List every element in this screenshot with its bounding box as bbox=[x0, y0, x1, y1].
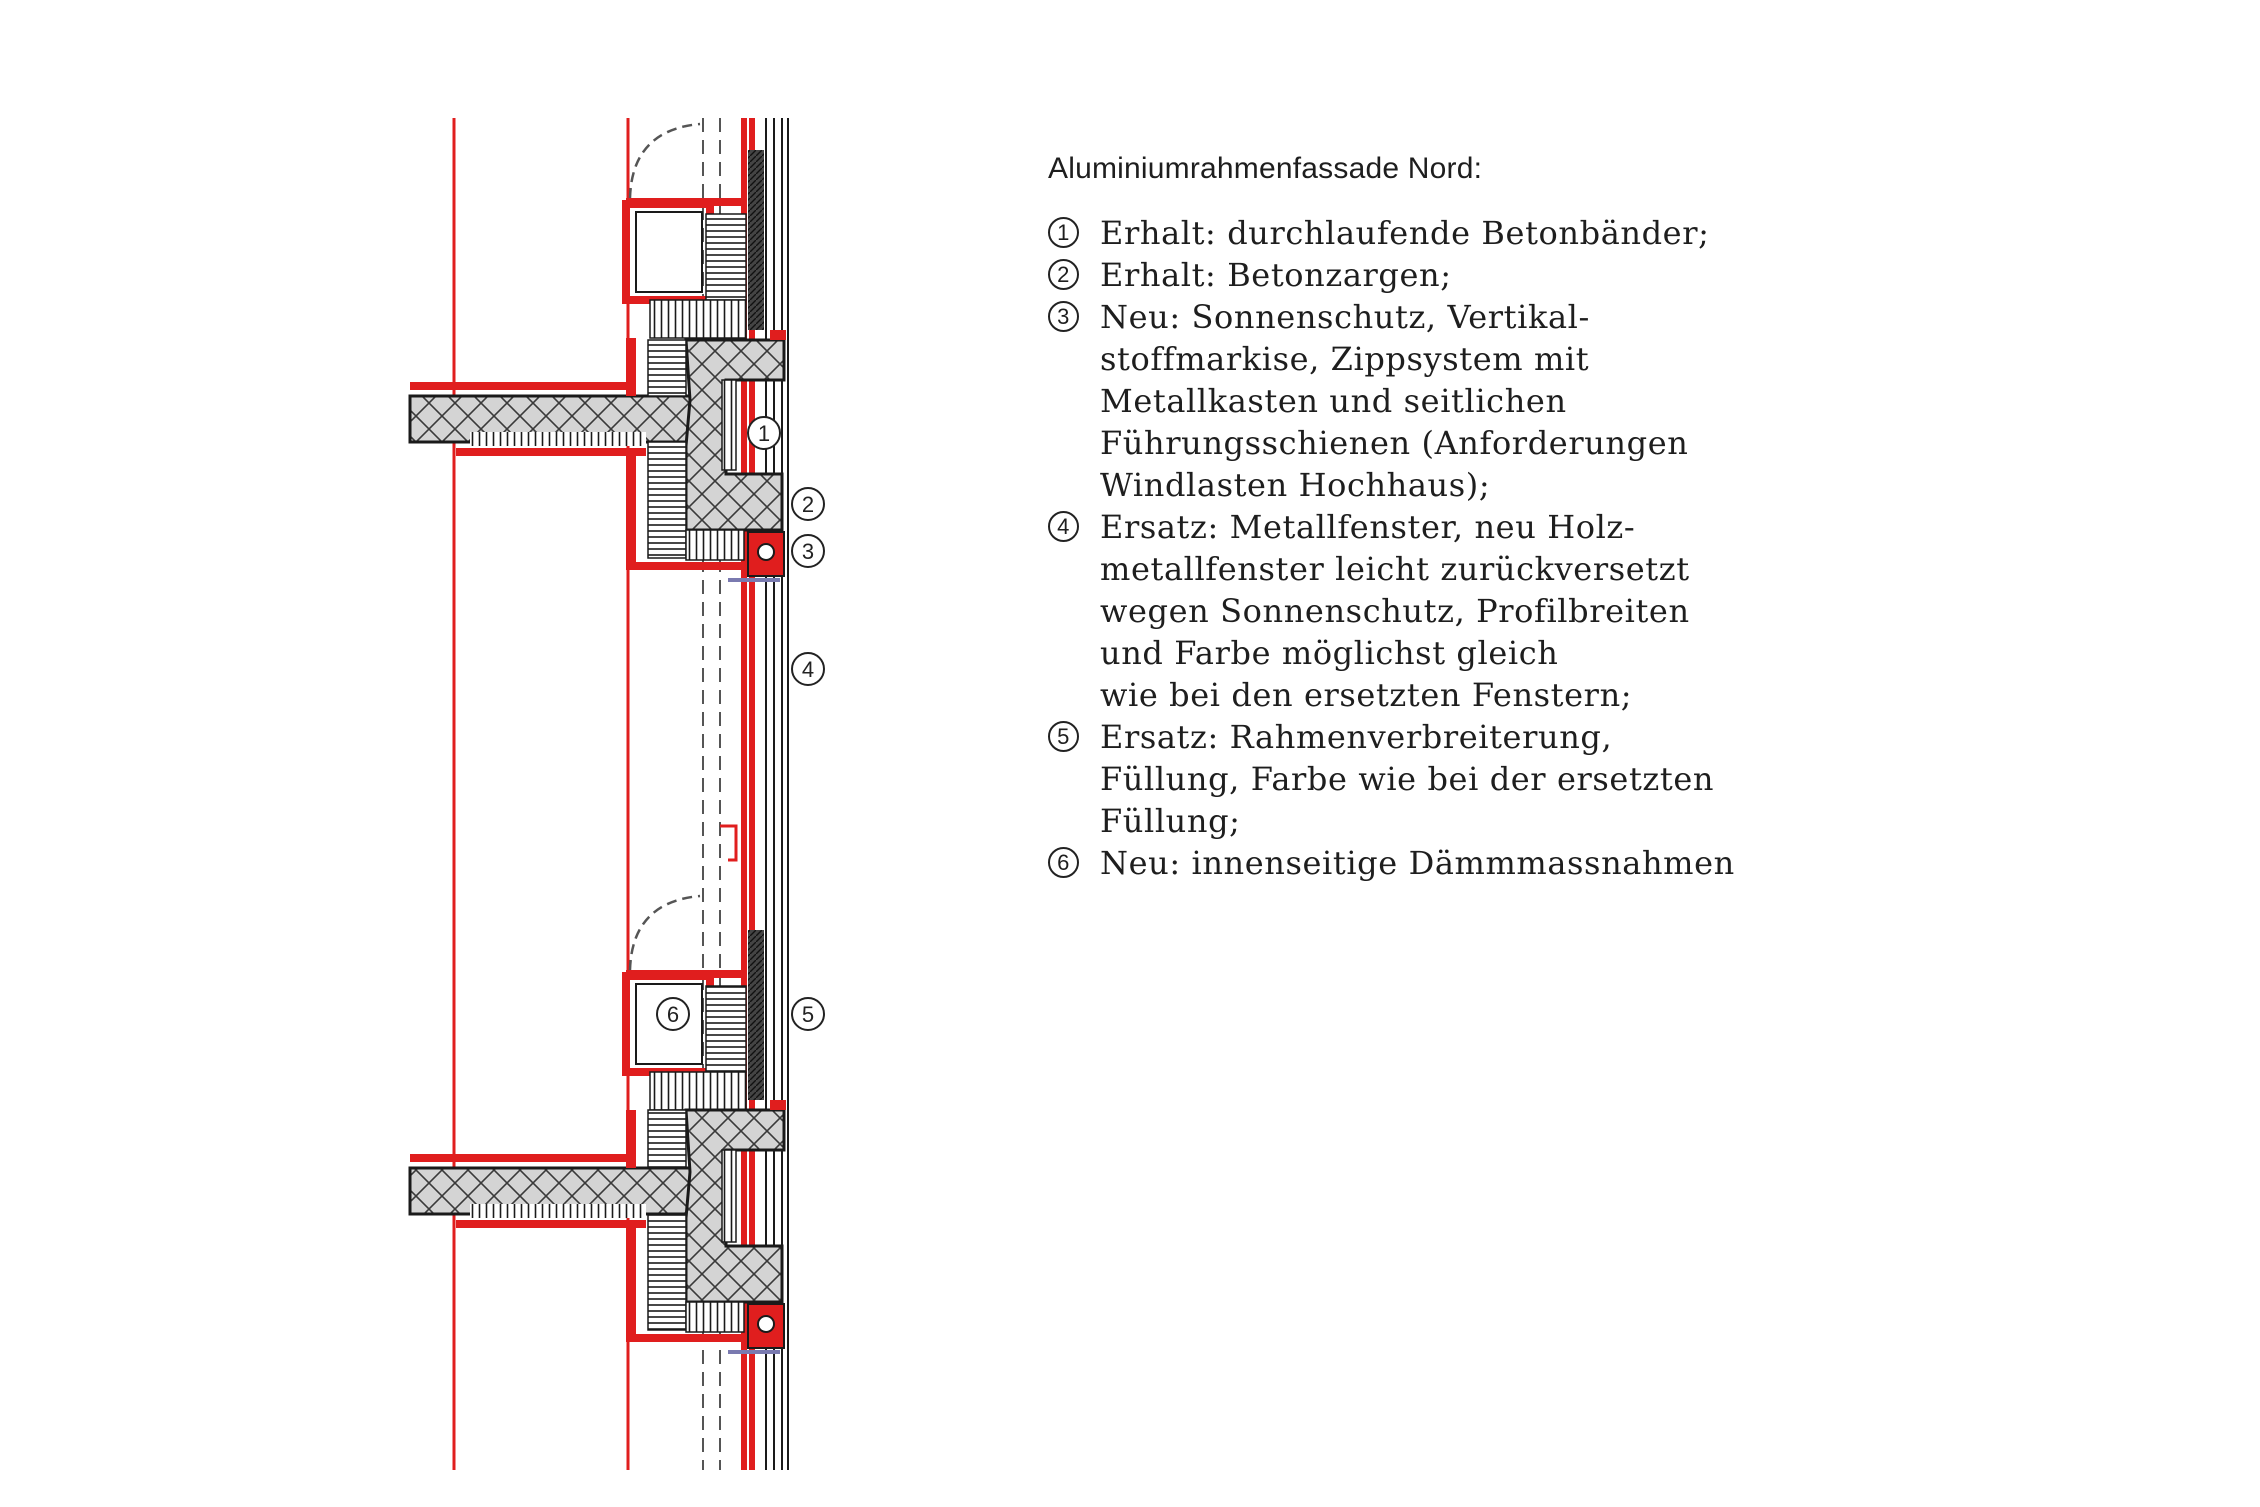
floor-red-top-upper bbox=[410, 382, 636, 390]
lower-sill-insulation bbox=[649, 1071, 747, 1111]
lintel-insul-lower bbox=[685, 1301, 745, 1333]
window-sash-mark bbox=[720, 824, 738, 862]
lintel-insul-upper bbox=[685, 529, 745, 561]
callout-5-label: 5 bbox=[802, 1002, 814, 1027]
sunshade-roller-lower bbox=[757, 1315, 775, 1333]
spandrel-insul-lower-b bbox=[647, 1213, 687, 1331]
lower-box-insulation bbox=[705, 985, 747, 1073]
floor-red-bottom-lower bbox=[456, 1220, 646, 1228]
sunshade-box-upper bbox=[747, 531, 785, 577]
red-frame-lower-b bbox=[626, 1224, 636, 1340]
callout-6: 6 bbox=[656, 997, 690, 1031]
floor-unit-upper bbox=[408, 330, 786, 582]
legend-text-2: Erhalt: Betonzargen; bbox=[1100, 256, 1452, 294]
legend-number-5: 5 bbox=[1048, 721, 1079, 752]
legend-item-2: 2 Erhalt: Betonzargen; bbox=[1048, 254, 2198, 296]
legend-item-3: 3 Neu: Sonnenschutz, Vertikal- stoffmark… bbox=[1048, 296, 2198, 506]
lower-box-red-top bbox=[626, 970, 746, 978]
cap-red-upper bbox=[770, 330, 786, 340]
legend-title: Aluminiumrahmenfassade Nord: bbox=[1048, 152, 1483, 185]
callout-3: 3 bbox=[791, 534, 825, 568]
callout-5: 5 bbox=[791, 997, 825, 1031]
door-swing-upper bbox=[628, 122, 701, 199]
spandrel-insul-upper-a bbox=[647, 339, 687, 397]
callout-4: 4 bbox=[791, 652, 825, 686]
upper-box-inner bbox=[635, 211, 703, 293]
floor-under-insul-lower bbox=[470, 1204, 646, 1218]
betonband-insul-lower bbox=[721, 1149, 737, 1243]
legend-text-1: Erhalt: durchlaufende Betonbänder; bbox=[1100, 214, 1710, 252]
sunshade-roller-upper bbox=[757, 543, 775, 561]
legend-number-1: 1 bbox=[1048, 217, 1079, 248]
callout-2: 2 bbox=[791, 487, 825, 521]
floor-red-top-lower bbox=[410, 1154, 636, 1162]
legend-item-6: 6 Neu: innenseitige Dämmmassnahmen bbox=[1048, 842, 2198, 884]
door-swing-lower bbox=[628, 894, 701, 971]
spandrel-panel-bottom bbox=[748, 930, 764, 1100]
legend-text-4: Ersatz: Metallfenster, neu Holz- metallf… bbox=[1100, 508, 1690, 714]
upper-sill-insulation bbox=[649, 299, 747, 339]
legend-list: 1 Erhalt: durchlaufende Betonbänder; 2 E… bbox=[1048, 212, 2198, 884]
red-frame-upper-a bbox=[626, 338, 636, 396]
legend-number-6: 6 bbox=[1048, 847, 1079, 878]
callout-4-label: 4 bbox=[802, 657, 814, 682]
legend-number-3: 3 bbox=[1048, 301, 1079, 332]
spandrel-panel-top bbox=[748, 150, 764, 330]
red-frame-lower-a bbox=[626, 1110, 636, 1168]
callout-2-label: 2 bbox=[802, 492, 814, 517]
legend-text-5: Ersatz: Rahmenverbreiterung, Füllung, Fa… bbox=[1100, 718, 1715, 840]
sill-red-lower bbox=[626, 1334, 756, 1342]
legend-text-6: Neu: innenseitige Dämmmassnahmen bbox=[1100, 844, 1735, 882]
callout-6-label: 6 bbox=[667, 1002, 679, 1027]
spandrel-insul-lower-a bbox=[647, 1109, 687, 1169]
legend-item-5: 5 Ersatz: Rahmenverbreiterung, Füllung, … bbox=[1048, 716, 2198, 842]
cap-red-lower bbox=[770, 1100, 786, 1110]
column-lower bbox=[684, 1108, 786, 1304]
legend-number-4: 4 bbox=[1048, 511, 1079, 542]
sill-red-upper bbox=[626, 562, 756, 570]
betonband-insul-upper bbox=[721, 379, 737, 471]
legend-item-4: 4 Ersatz: Metallfenster, neu Holz- metal… bbox=[1048, 506, 2198, 716]
spandrel-insul-upper-b bbox=[647, 441, 687, 559]
callout-1-label: 1 bbox=[758, 421, 770, 446]
legend-number-2: 2 bbox=[1048, 259, 1079, 290]
legend-text-3: Neu: Sonnenschutz, Vertikal- stoffmarkis… bbox=[1100, 298, 1689, 504]
legend: Aluminiumrahmenfassade Nord: 1 Erhalt: d… bbox=[1048, 152, 2198, 884]
floor-red-bottom-upper bbox=[456, 448, 646, 456]
upper-box-red-top bbox=[626, 198, 746, 206]
callout-3-label: 3 bbox=[802, 539, 814, 564]
floor-unit-lower bbox=[408, 1100, 786, 1354]
red-frame-upper-b bbox=[626, 452, 636, 568]
column-upper bbox=[684, 338, 786, 532]
floor-under-insul-upper bbox=[470, 432, 646, 446]
callout-1: 1 bbox=[747, 416, 781, 450]
upper-box-insulation bbox=[705, 213, 747, 301]
legend-item-1: 1 Erhalt: durchlaufende Betonbänder; bbox=[1048, 212, 2198, 254]
